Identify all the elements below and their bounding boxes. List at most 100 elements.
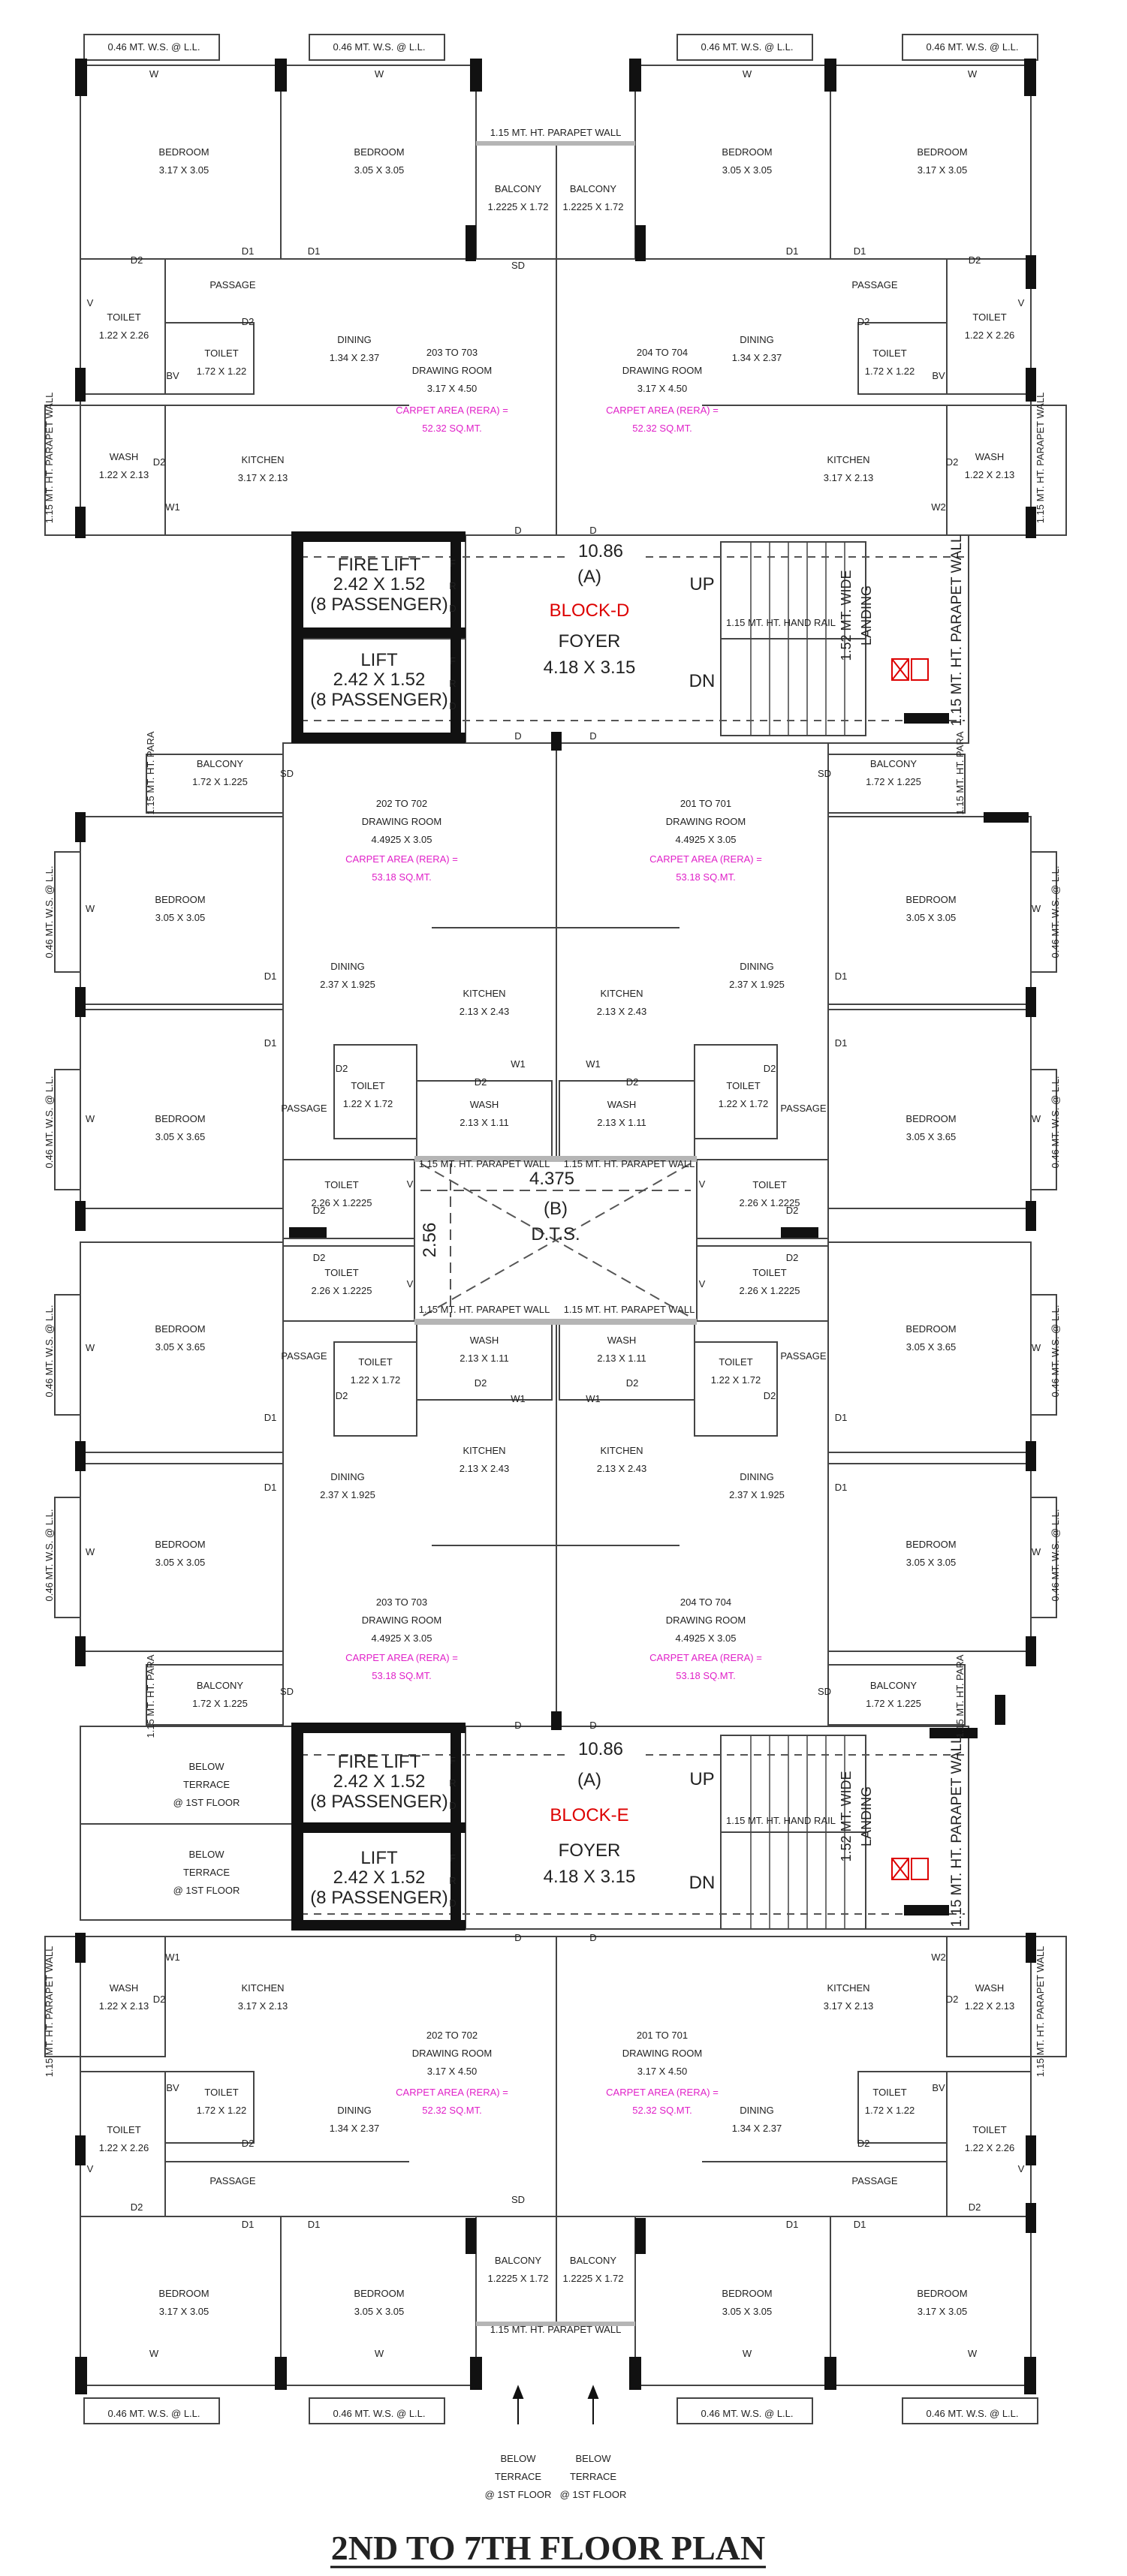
- plan-label: BEDROOM: [906, 1323, 956, 1335]
- plan-label: D: [589, 1720, 596, 1731]
- plan-label: PASSAGE: [281, 1103, 327, 1114]
- plan-label: D: [514, 1720, 521, 1731]
- plan-label: CARPET AREA (RERA) =: [396, 2087, 508, 2098]
- plan-label: 3.17 X 3.05: [159, 164, 209, 176]
- plan-label: 3.17 X 2.13: [238, 472, 288, 483]
- plan-label: 204 TO 704: [637, 347, 688, 358]
- plan-label: TOILET: [107, 2124, 140, 2135]
- plan-label: 4.4925 X 3.05: [676, 1633, 737, 1644]
- plan-label: 201 TO 701: [680, 798, 731, 809]
- plan-label: BEDROOM: [917, 146, 967, 158]
- plan-label: 52.32 SQ.MT.: [422, 2105, 481, 2116]
- plan-label: BV: [932, 370, 945, 381]
- plan-label: 1.22 X 1.72: [343, 1098, 393, 1109]
- plan-label: D: [449, 700, 456, 712]
- plan-label: 1.34 X 2.37: [732, 2123, 782, 2134]
- plan-label: BEDROOM: [722, 2288, 772, 2299]
- plan-label: BELOW: [189, 1761, 225, 1772]
- plan-label: BEDROOM: [158, 2288, 209, 2299]
- plan-label: D2: [786, 1252, 799, 1263]
- plan-label: DINING: [740, 2105, 774, 2116]
- plan-label: D: [589, 1932, 596, 1943]
- plan-label: D1: [242, 245, 255, 257]
- plan-label: WASH: [607, 1099, 637, 1110]
- plan-label: TOILET: [972, 2124, 1006, 2135]
- plan-label: DRAWING ROOM: [666, 816, 746, 827]
- vertical-label: 0.46 MT. W.S. @ L.L.: [1050, 1305, 1061, 1397]
- plan-label: 3.17 X 4.50: [637, 2066, 688, 2077]
- plan-label: 0.46 MT. W.S. @ L.L.: [926, 41, 1018, 53]
- plan-label: KITCHEN: [463, 988, 505, 999]
- plan-label: W: [743, 68, 752, 80]
- plan-label: D2: [475, 1076, 487, 1088]
- plan-label: DINING: [740, 1471, 774, 1482]
- plan-label: 4.4925 X 3.05: [372, 1633, 432, 1644]
- plan-label: 3.05 X 3.05: [722, 2306, 773, 2317]
- plan-label: TOILET: [107, 311, 140, 323]
- plan-label: 2.37 X 1.925: [320, 1489, 375, 1500]
- plan-label: CARPET AREA (RERA) =: [606, 2087, 719, 2098]
- plan-label: 1.2225 X 1.72: [563, 201, 624, 212]
- plan-label: D2: [626, 1076, 639, 1088]
- plan-label: @ 1ST FLOOR: [485, 2489, 552, 2500]
- plan-label: UP: [689, 1769, 714, 1789]
- plan-label: D1: [835, 1037, 848, 1049]
- plan-label: 3.05 X 3.05: [906, 1557, 957, 1568]
- plan-label: TOILET: [358, 1356, 392, 1368]
- plan-label: SD: [280, 1686, 294, 1697]
- plan-label: D1: [786, 2219, 799, 2230]
- plan-label: D1: [264, 1037, 277, 1049]
- plan-label: DINING: [740, 334, 774, 345]
- plan-label: BALCONY: [495, 2255, 541, 2266]
- plan-label: 204 TO 704: [680, 1596, 731, 1608]
- plan-label: BALCONY: [870, 758, 917, 769]
- walls: [75, 59, 1036, 2394]
- plan-label: FOYER: [559, 1840, 621, 1861]
- plan-label: 0.46 MT. W.S. @ L.L.: [926, 2408, 1018, 2419]
- plan-label: BEDROOM: [354, 2288, 404, 2299]
- page-title: 2ND TO 7TH FLOOR PLAN: [331, 2529, 765, 2567]
- plan-label: D1: [308, 245, 321, 257]
- plan-label: D2: [475, 1377, 487, 1389]
- plan-label: 53.18 SQ.MT.: [676, 871, 735, 883]
- vertical-label: 1.15 MT. HT. PARAPET WALL: [1035, 1946, 1046, 2078]
- plan-label: W1: [511, 1058, 526, 1070]
- plan-label: 3.05 X 3.65: [155, 1341, 206, 1353]
- plan-label: W: [968, 2348, 978, 2359]
- vertical-label: 0.46 MT. W.S. @ L.L.: [44, 1509, 55, 1601]
- plan-label: 3.17 X 3.05: [159, 2306, 209, 2317]
- plan-label: D2: [857, 2138, 870, 2149]
- plan-label: W: [86, 1113, 95, 1124]
- plan-label: W: [1032, 1113, 1041, 1124]
- plan-label: TOILET: [726, 1080, 760, 1091]
- plan-label: 3.17 X 2.13: [824, 2000, 874, 2012]
- plan-label: D2: [153, 456, 166, 468]
- plan-label: D1: [835, 1412, 848, 1423]
- plan-label: D2: [131, 2201, 143, 2213]
- plan-label: PASSAGE: [780, 1103, 827, 1114]
- plan-label: WASH: [110, 1982, 139, 1994]
- plan-label: TOILET: [324, 1179, 358, 1190]
- plan-label: 3.05 X 3.65: [155, 1131, 206, 1142]
- plan-label: 3.17 X 4.50: [637, 383, 688, 394]
- plan-label: BEDROOM: [906, 1539, 956, 1550]
- vertical-label: 1.52 MT. WIDE: [839, 570, 854, 661]
- plan-label: D.T.S.: [531, 1224, 580, 1244]
- plan-label: KITCHEN: [600, 988, 643, 999]
- plan-label: 3.17 X 3.05: [918, 164, 968, 176]
- plan-label: 1.72 X 1.225: [866, 1698, 921, 1709]
- plan-label: CARPET AREA (RERA) =: [649, 853, 762, 865]
- plan-label: 1.72 X 1.22: [197, 2105, 247, 2116]
- plan-label: D: [449, 1897, 456, 1909]
- plan-label: BEDROOM: [158, 146, 209, 158]
- plan-label: D2: [857, 316, 870, 327]
- plan-label: DINING: [337, 334, 372, 345]
- vertical-label: 0.46 MT. W.S. @ L.L.: [44, 1076, 55, 1168]
- plan-label: V: [87, 297, 94, 308]
- plan-label: BLOCK-D: [550, 600, 630, 621]
- plan-label: D1: [264, 1482, 277, 1493]
- plan-label: (8 PASSENGER): [310, 1888, 448, 1908]
- plan-label: KITCHEN: [827, 1982, 869, 1994]
- plan-label: 1.15 MT. HT. PARAPET WALL: [419, 1304, 550, 1315]
